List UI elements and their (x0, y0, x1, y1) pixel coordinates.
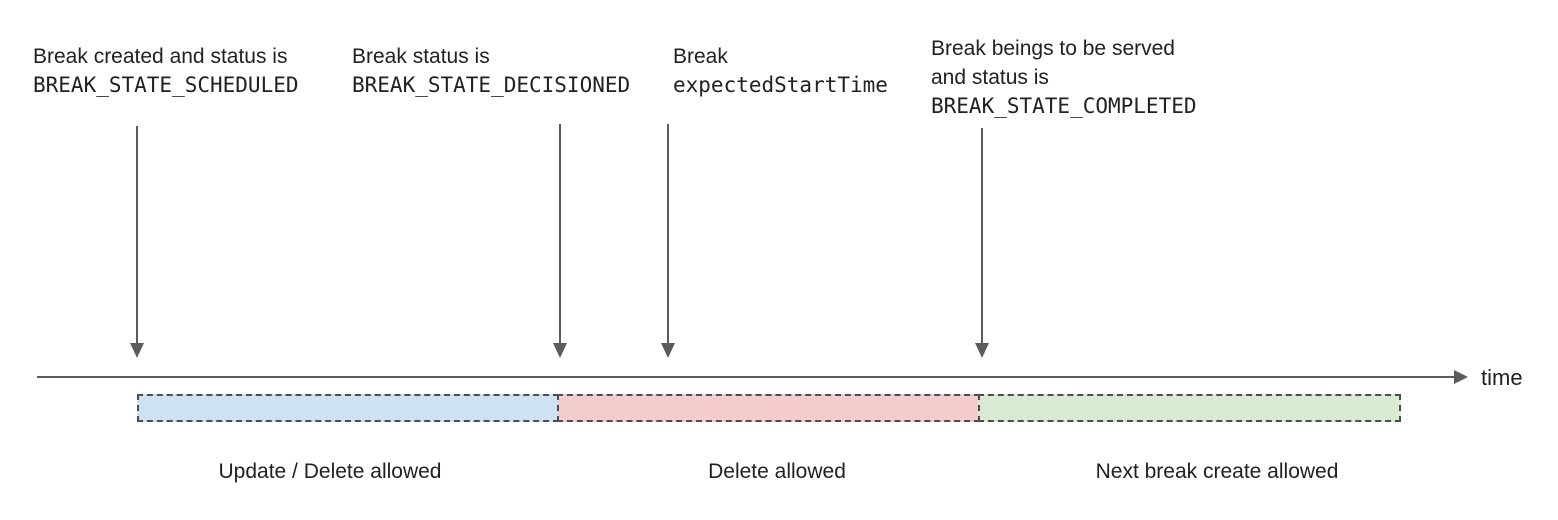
segment-delete-allowed (557, 394, 980, 422)
annotation-break-decisioned-code: BREAK_STATE_DECISIONED (352, 73, 631, 97)
annotation-expected-start-time-text: Break (673, 45, 728, 68)
time-axis-label: time (1481, 365, 1523, 390)
annotation-break-decisioned: Break status is BREAK_STATE_DECISIONED (352, 42, 630, 100)
arrow-break-completed-icon (975, 128, 989, 358)
annotation-break-created-text: Break created and status is (33, 45, 288, 68)
annotation-break-decisioned-text: Break status is (352, 45, 490, 68)
annotation-break-created: Break created and status is BREAK_STATE_… (33, 42, 299, 100)
segment-next-break-create-allowed (978, 394, 1401, 422)
annotation-break-completed-code: BREAK_STATE_COMPLETED (931, 94, 1197, 118)
annotation-break-completed-text1: Break beings to be served (931, 37, 1175, 60)
annotation-break-completed: Break beings to be served and status is … (931, 34, 1197, 121)
annotation-expected-start-time-code: expectedStartTime (673, 73, 888, 97)
annotation-break-completed-text2: and status is (931, 66, 1049, 89)
annotation-expected-start-time: Break expectedStartTime (673, 42, 888, 100)
segment-label-next-break: Next break create allowed (1095, 460, 1339, 483)
arrow-break-decisioned-icon (553, 124, 567, 358)
time-axis-arrow-icon (37, 370, 1468, 384)
timeline-segments (137, 394, 1401, 422)
arrow-break-created-icon (130, 126, 144, 358)
arrow-expected-start-time-icon (661, 124, 675, 358)
segment-update-delete-allowed (137, 394, 559, 422)
segment-label-delete: Delete allowed (708, 460, 846, 483)
annotation-break-created-code: BREAK_STATE_SCHEDULED (33, 73, 299, 97)
segment-label-update-delete: Update / Delete allowed (218, 460, 442, 483)
